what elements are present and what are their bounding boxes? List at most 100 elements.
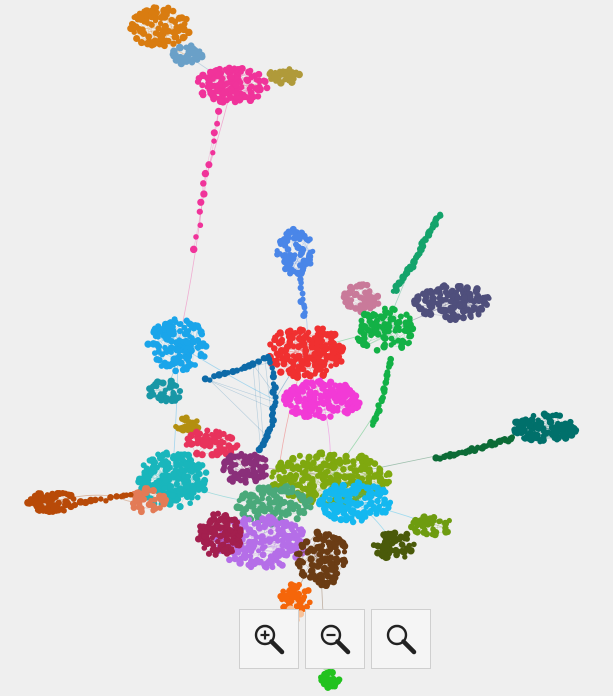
node[interactable] — [189, 245, 198, 254]
node[interactable] — [301, 400, 310, 409]
node[interactable] — [302, 379, 311, 387]
node[interactable] — [404, 536, 410, 542]
node[interactable] — [298, 249, 305, 257]
node[interactable] — [327, 554, 335, 562]
node[interactable] — [297, 284, 304, 292]
node[interactable] — [304, 587, 312, 594]
node[interactable] — [405, 340, 411, 347]
node[interactable] — [283, 534, 290, 541]
node[interactable] — [131, 14, 137, 20]
node[interactable] — [164, 6, 171, 13]
node[interactable] — [422, 518, 429, 525]
node[interactable] — [358, 463, 367, 471]
node[interactable] — [135, 477, 143, 486]
node[interactable] — [253, 77, 259, 83]
node[interactable] — [292, 241, 300, 248]
node[interactable] — [183, 461, 191, 469]
node[interactable] — [195, 479, 203, 487]
node[interactable] — [411, 541, 417, 548]
node[interactable] — [150, 464, 158, 472]
node[interactable] — [200, 190, 208, 198]
node[interactable] — [279, 537, 285, 544]
node[interactable] — [316, 357, 324, 365]
node[interactable] — [187, 431, 195, 440]
node[interactable] — [454, 295, 460, 302]
node[interactable] — [291, 228, 298, 234]
node[interactable] — [215, 371, 223, 379]
node[interactable] — [192, 338, 199, 345]
node[interactable] — [176, 487, 184, 495]
node[interactable] — [169, 492, 177, 499]
node[interactable] — [185, 56, 191, 62]
node[interactable] — [197, 341, 204, 347]
node[interactable] — [281, 603, 287, 609]
node[interactable] — [49, 490, 56, 498]
node[interactable] — [171, 34, 178, 41]
node[interactable] — [329, 354, 337, 362]
node[interactable] — [149, 456, 157, 464]
node[interactable] — [338, 346, 346, 355]
node[interactable] — [152, 30, 159, 37]
node[interactable] — [159, 28, 166, 34]
node[interactable] — [160, 11, 166, 18]
node[interactable] — [298, 476, 307, 484]
node[interactable] — [301, 334, 308, 341]
node[interactable] — [356, 452, 365, 461]
node[interactable] — [227, 527, 234, 534]
node[interactable] — [218, 438, 225, 445]
node[interactable] — [385, 504, 392, 511]
node[interactable] — [295, 343, 302, 351]
node[interactable] — [202, 469, 210, 476]
node[interactable] — [356, 281, 362, 287]
node[interactable] — [148, 487, 155, 494]
node[interactable] — [292, 410, 300, 418]
node[interactable] — [136, 502, 143, 510]
node[interactable] — [200, 180, 207, 187]
node[interactable] — [353, 404, 360, 412]
node[interactable] — [327, 565, 336, 573]
node[interactable] — [551, 434, 558, 442]
node[interactable] — [210, 129, 218, 137]
node[interactable] — [374, 293, 381, 300]
node[interactable] — [459, 314, 467, 322]
node[interactable] — [290, 384, 297, 390]
node[interactable] — [146, 391, 154, 400]
node[interactable] — [202, 539, 209, 546]
node[interactable] — [325, 404, 332, 411]
node[interactable] — [327, 413, 334, 420]
node[interactable] — [303, 371, 310, 378]
node[interactable] — [249, 472, 255, 479]
node[interactable] — [289, 254, 297, 263]
node[interactable] — [248, 89, 255, 96]
node[interactable] — [299, 290, 306, 297]
node[interactable] — [237, 528, 244, 535]
node[interactable] — [165, 37, 172, 45]
node[interactable] — [272, 394, 279, 401]
node[interactable] — [365, 468, 374, 476]
node[interactable] — [402, 554, 408, 560]
node[interactable] — [224, 80, 231, 87]
node[interactable] — [322, 360, 328, 366]
node[interactable] — [140, 495, 147, 503]
node[interactable] — [297, 530, 306, 538]
node[interactable] — [228, 73, 235, 80]
node[interactable] — [376, 506, 382, 512]
node[interactable] — [322, 502, 329, 509]
node[interactable] — [215, 71, 222, 79]
node[interactable] — [290, 475, 298, 483]
node[interactable] — [312, 389, 319, 397]
node[interactable] — [151, 481, 158, 488]
node[interactable] — [194, 535, 203, 543]
node[interactable] — [269, 365, 275, 371]
node[interactable] — [185, 473, 192, 480]
node[interactable] — [150, 41, 157, 48]
node[interactable] — [541, 428, 548, 435]
node[interactable] — [284, 234, 290, 241]
node[interactable] — [228, 67, 234, 73]
node[interactable] — [311, 350, 318, 358]
node[interactable] — [290, 456, 297, 463]
node[interactable] — [129, 500, 137, 507]
node[interactable] — [340, 391, 348, 399]
node[interactable] — [149, 383, 156, 390]
node[interactable] — [221, 546, 229, 553]
